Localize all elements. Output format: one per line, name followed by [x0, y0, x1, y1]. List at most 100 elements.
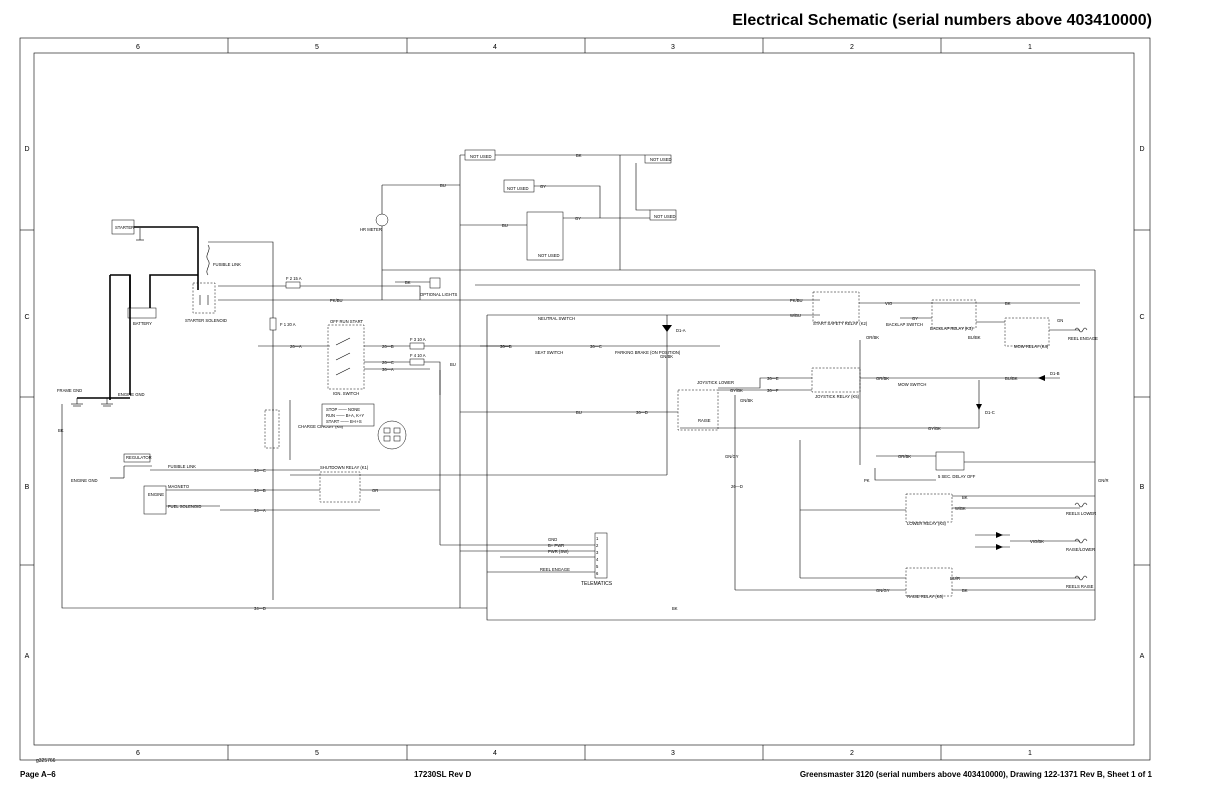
drawing-border: [19, 37, 1151, 761]
wire-pkbk: PK: [864, 478, 870, 483]
page-title: Electrical Schematic (serial numbers abo…: [732, 12, 1152, 29]
not-used-2-label: NOT USED: [507, 186, 529, 191]
telematics-pin-2: 2: [596, 543, 599, 548]
fuse-f4: [409, 358, 425, 366]
fuse-f1: [269, 317, 277, 331]
telematics-bplus: B+ PWR: [548, 543, 564, 548]
raise-lower-label: RAISE/LOWER: [1066, 547, 1095, 552]
mow-relay-label: MOW RELAY (K4): [1014, 344, 1049, 349]
key-legend: STOP —— NONE RUN —— B+A, K+Y START —— B+…: [321, 403, 375, 427]
not-used-5-label: NOT USED: [654, 214, 676, 219]
footer-drawing: Greensmaster 3120 (serial numbers above …: [799, 770, 1152, 779]
wire-bubk-2: BU/BK: [1005, 376, 1018, 381]
wire-gngy-2: GN/GY: [876, 588, 890, 593]
telematics: [440, 532, 608, 579]
hour-meter: [375, 213, 389, 227]
wire-bu-mid: BU: [502, 223, 508, 228]
mow-switch-label: MOW SWITCH: [898, 382, 926, 387]
seat-switch-label: SEAT SWITCH: [535, 350, 563, 355]
zone-col-4-bottom: 4: [493, 750, 497, 757]
wire-bu-joy: BU: [576, 410, 582, 415]
wire-26b: 26—B: [382, 344, 394, 349]
wire-gy-2: GY: [575, 216, 581, 221]
wire-bk-raise: BK: [962, 588, 968, 593]
reels-raise-solenoid: [1074, 575, 1088, 581]
wire-gnbk: GN/BK: [660, 354, 673, 359]
wire-36d: 36—D: [636, 410, 648, 415]
wire-vio: VIO: [885, 301, 893, 306]
wire-bk-right: BK: [1005, 301, 1011, 306]
raise-label: RAISE: [698, 418, 711, 423]
wire-bk-bottom: BK: [672, 606, 678, 611]
wire-or: OR: [372, 488, 378, 493]
starter-motor: [111, 219, 199, 290]
not-used-1-label: NOT USED: [470, 154, 492, 159]
telematics-pin-5: 5: [596, 564, 599, 569]
zone-col-6-bottom: 6: [136, 750, 140, 757]
lower-relay: [905, 493, 953, 523]
zone-col-2-bottom: 2: [850, 750, 854, 757]
fuel-solenoid-label: FUEL SOLENOID: [168, 504, 201, 509]
wire-gy-3: GY: [912, 316, 918, 321]
wire-bk-lower: BK: [962, 495, 968, 500]
fuse-f3: [409, 342, 425, 350]
backlap-relay-label: BACKLAP RELAY (K3): [930, 326, 973, 331]
not-used-1: [464, 149, 496, 161]
wire-gngy: GN/GY: [725, 454, 739, 459]
zone-dividers: [20, 38, 1150, 760]
parking-brake-label: PARKING BRAKE (ON POSITION): [615, 350, 681, 355]
wire-bk-left: BK: [58, 428, 64, 433]
zone-col-3-bottom: 3: [671, 750, 675, 757]
wire-pkbu: PK/BU: [330, 298, 343, 303]
zone-col-5-top: 5: [315, 44, 319, 51]
wire-vbk: VIO/BK: [1030, 539, 1044, 544]
zone-col-3-top: 3: [671, 44, 675, 51]
fusible-link-bottom-label: FUSIBLE LINK: [168, 464, 196, 469]
zone-row-a-left: A: [25, 653, 30, 660]
raise-relay-label: RAISE RELAY (K6): [907, 594, 944, 599]
key-switch-connector: [377, 420, 407, 450]
not-used-3: [526, 211, 564, 261]
battery: [109, 274, 198, 400]
wire-gybk: GY/BK: [928, 426, 941, 431]
svg-text:START —— B+I+S: START —— B+I+S: [326, 419, 362, 424]
wire-orbk: OR/BK: [866, 335, 879, 340]
svg-text:RUN —— B+A, K+Y: RUN —— B+A, K+Y: [326, 413, 364, 418]
wire-orbk-3: OR/BK: [898, 454, 911, 459]
lower-relay-label: LOWER RELAY (K5): [907, 521, 947, 526]
charge-circuit-label: CHARGE CIRCUIT (K8): [298, 424, 344, 429]
telematics-pin-1: 1: [596, 536, 599, 541]
zone-col-6-top: 6: [136, 44, 140, 51]
frame-gnd-label: FRAME GND: [57, 388, 82, 393]
wire-26a: 26—A: [290, 344, 302, 349]
wire-pkbu-2: PK/BU: [790, 298, 803, 303]
neutral-switch-label: NEUTRAL SWITCH: [538, 316, 575, 321]
mow-relay: [1004, 317, 1050, 347]
zone-row-d-left: D: [24, 146, 29, 153]
fuse-f2-label: F 2 15 A: [286, 276, 302, 281]
hour-meter-label: HR METER: [360, 227, 382, 232]
telematics-pwr: PWR (SW): [548, 549, 569, 554]
reels-lower-label: REELS LOWER: [1066, 511, 1096, 516]
telematics-pin-6: 6: [596, 571, 599, 576]
charge-circuit: [264, 400, 291, 460]
wire-bu-hrmeter: BU: [440, 183, 446, 188]
key-switch: [327, 324, 365, 390]
wire-36f: 36—F: [767, 388, 779, 393]
wire-34b: 34—B: [254, 488, 266, 493]
wire-gnbk-js: GY/BK: [730, 388, 743, 393]
backlap-relay: [931, 299, 977, 329]
zone-row-b-left: B: [25, 484, 30, 491]
fusible-link-top: [206, 244, 210, 276]
reel-engage-solenoid: [1074, 327, 1088, 333]
wire-bur: BU/R: [950, 576, 960, 581]
fuse-f3-label: F 3 10 A: [410, 337, 426, 342]
zone-row-d-right: D: [1139, 146, 1144, 153]
starter-label: STARTER: [115, 225, 134, 230]
footer-page: Page A–6: [20, 770, 56, 779]
key-switch-label: IGN. SWITCH: [333, 391, 359, 396]
diodes-d2-d3: [975, 532, 1010, 550]
joystick-lower-label: JOYSTICK LOWER: [697, 380, 734, 385]
reels-lower-solenoid: [1074, 502, 1088, 508]
optional-lights: [429, 277, 441, 289]
